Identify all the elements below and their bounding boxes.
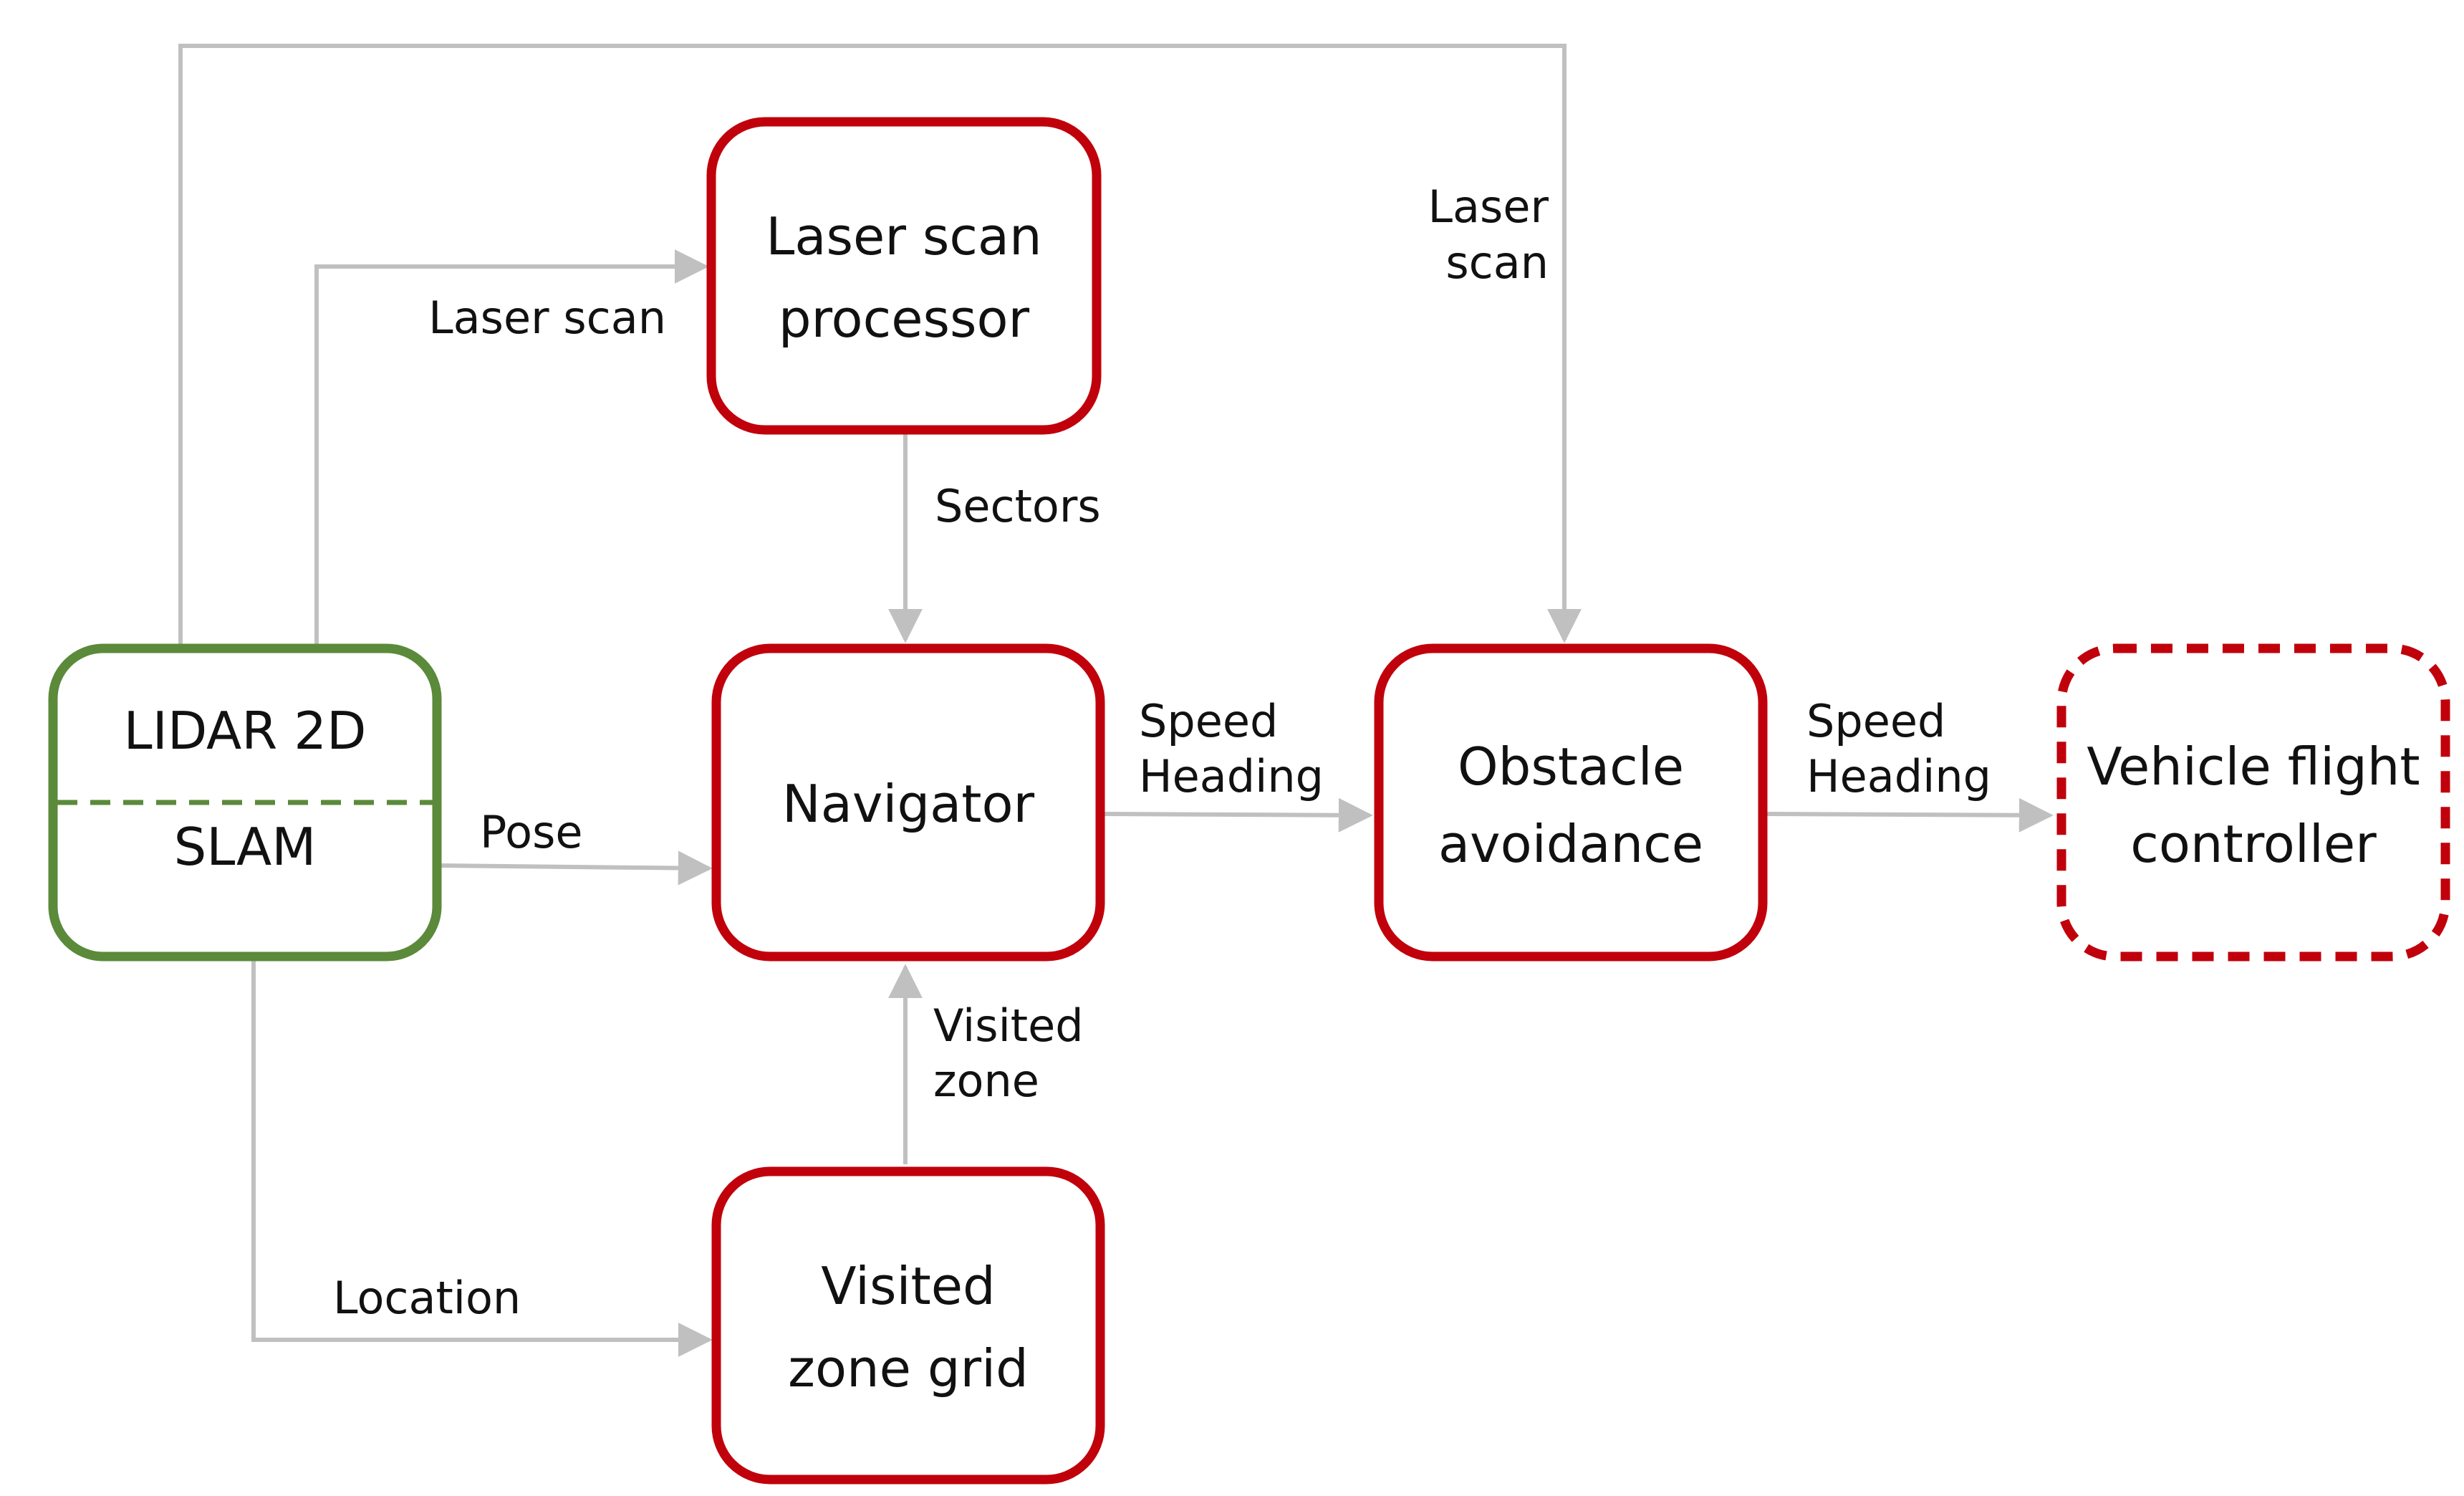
label-zone: zone <box>933 1055 1039 1107</box>
label-obstacle-heading: Heading <box>1806 750 1991 802</box>
nodes: LIDAR 2D SLAM Laser scan processor Navig… <box>48 117 2450 1485</box>
vehicle-flight-controller-box <box>2056 643 2450 962</box>
label-laser-scan-to-obstacle-line1: Laser <box>1428 181 1549 233</box>
label-sectors: Sectors <box>935 480 1101 532</box>
node-lidar-slam: LIDAR 2D SLAM <box>48 643 442 962</box>
visited-zone-grid-box <box>711 1166 1105 1485</box>
label-laser-scan-to-obstacle-line2: scan <box>1445 236 1549 289</box>
label-navigator-heading: Heading <box>1139 750 1324 802</box>
obstacle-avoidance-box <box>1374 643 1768 962</box>
edge-lidar-to-obstacle <box>178 44 1582 648</box>
node-visited-zone-grid: Visited zone grid <box>711 1166 1105 1485</box>
node-obstacle-avoidance: Obstacle avoidance <box>1374 643 1768 962</box>
node-laser-scan-processor-line2: processor <box>779 289 1030 349</box>
edge-lidar-to-grid <box>251 960 713 1357</box>
edge-labels: Laser scan Laser scan Sectors Pose Speed… <box>333 181 1991 1324</box>
node-obstacle-avoidance-line2: avoidance <box>1438 814 1703 874</box>
node-lidar-label: LIDAR 2D <box>124 701 367 761</box>
label-laser-scan-to-processor: Laser scan <box>428 292 666 344</box>
node-vehicle-flight-controller-line2: controller <box>2130 814 2377 874</box>
node-visited-zone-grid-line1: Visited <box>821 1256 995 1316</box>
edge-lidar-to-navigator <box>436 850 713 886</box>
edge-lidar-to-processor <box>314 249 709 648</box>
node-navigator-label: Navigator <box>782 774 1035 834</box>
laser-scan-processor-box <box>706 117 1102 435</box>
label-navigator-speed: Speed <box>1139 695 1278 747</box>
label-location: Location <box>333 1272 521 1324</box>
label-obstacle-speed: Speed <box>1806 695 1945 747</box>
node-visited-zone-grid-line2: zone grid <box>788 1338 1029 1399</box>
node-obstacle-avoidance-line1: Obstacle <box>1458 737 1684 797</box>
node-slam-label: SLAM <box>174 817 317 877</box>
node-laser-scan-processor-line1: Laser scan <box>766 206 1041 267</box>
label-visited: Visited <box>933 999 1084 1052</box>
node-laser-scan-processor: Laser scan processor <box>706 117 1102 435</box>
node-vehicle-flight-controller: Vehicle flight controller <box>2056 643 2450 962</box>
edge-navigator-to-obstacle <box>1102 797 1373 833</box>
edge-obstacle-to-controller <box>1764 797 2054 833</box>
label-pose: Pose <box>480 806 583 858</box>
node-navigator: Navigator <box>711 643 1105 962</box>
lidar-slam-box <box>48 643 442 962</box>
node-vehicle-flight-controller-line1: Vehicle flight <box>2087 737 2420 797</box>
navigator-box <box>711 643 1105 962</box>
edges <box>178 44 2054 1357</box>
